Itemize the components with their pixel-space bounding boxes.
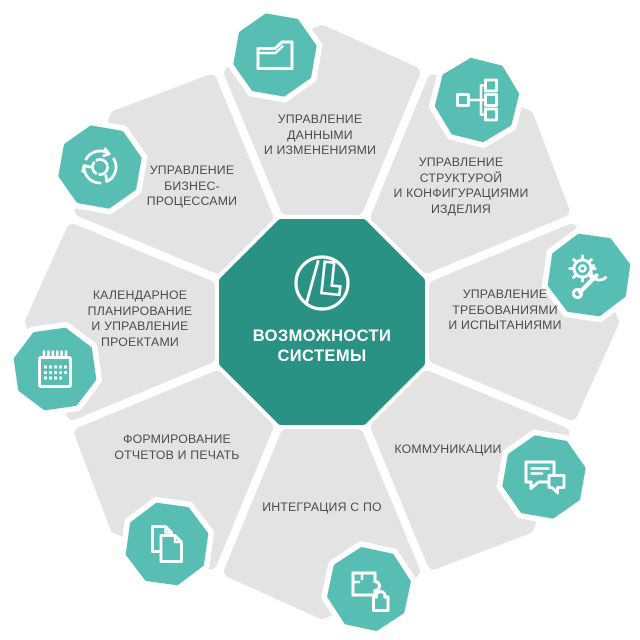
segment-label-project-planning: КАЛЕНДАРНОЕ ПЛАНИРОВАНИЕ И УПРАВЛЕНИЕ ПР… xyxy=(87,288,193,349)
data-management-badge xyxy=(227,7,323,103)
documents-icon xyxy=(151,525,183,563)
segment-shape-communications xyxy=(370,370,570,570)
segment-shape-reports-printing xyxy=(74,370,274,570)
folder-icon xyxy=(256,40,294,70)
segment-shape-business-processes xyxy=(74,74,274,274)
software-integration-badge xyxy=(321,541,417,637)
segment-label-business-processes: УПРАВЛЕНИЕ БИЗНЕС- ПРОЦЕССАМИ xyxy=(146,163,238,208)
logo-icon xyxy=(294,255,350,311)
calendar-icon xyxy=(38,350,72,388)
structure-tree-icon xyxy=(456,78,498,122)
segments-ring xyxy=(25,25,619,619)
badges xyxy=(7,7,637,637)
segment-label-product-structure: УПРАВЛЕНИЕ СТРУКТУРОЙ И КОНФИГУРАЦИЯМИ И… xyxy=(393,155,529,216)
center-title: ВОЗМОЖНОСТИ СИСТЕМЫ xyxy=(252,327,392,365)
project-planning-badge xyxy=(7,321,103,417)
puzzle-icon xyxy=(351,571,390,612)
cycle-arrows-icon xyxy=(81,147,118,185)
segment-label-software-integration: ИНТЕГРАЦИЯ С ПО xyxy=(262,500,382,514)
communications-badge xyxy=(496,429,592,525)
segment-label-data-management: УПРАВЛЕНИЕ ДАННЫМИ И ИЗМЕНЕНИЯМИ xyxy=(263,112,377,157)
segment-label-reports-printing: ФОРМИРОВАНИЕ ОТЧЕТОВ И ПЕЧАТЬ xyxy=(114,432,240,462)
gear-wrench-icon xyxy=(568,254,607,299)
segment-label-requirements: УПРАВЛЕНИЕ ТРЕБОВАНИЯМИ И ИСПЫТАНИЯМИ xyxy=(448,287,562,332)
business-processes-badge xyxy=(52,119,148,215)
center-octagon xyxy=(219,219,425,425)
chat-bubbles-icon xyxy=(524,460,566,495)
segment-label-communications: КОММУНИКАЦИИ xyxy=(394,442,502,456)
